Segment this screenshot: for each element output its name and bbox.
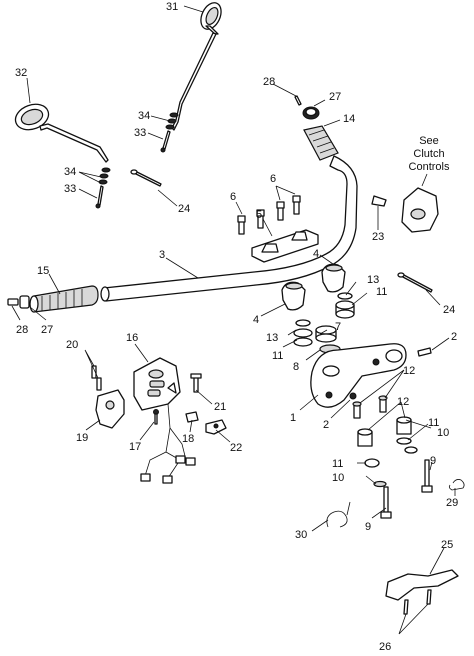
switch-screw-part xyxy=(153,409,159,425)
switch-cube-part xyxy=(133,357,181,411)
switch-harness-part xyxy=(140,403,196,484)
callout-4: 4 xyxy=(253,314,259,326)
callout-9: 9 xyxy=(365,521,371,533)
callout-27: 27 xyxy=(329,91,341,103)
callout-4: 4 xyxy=(313,248,319,260)
callout-19: 19 xyxy=(76,432,88,444)
callout-14: 14 xyxy=(343,113,355,125)
callout-6: 6 xyxy=(230,191,236,203)
callout-2: 2 xyxy=(323,419,329,431)
clutch-controls-note: See Clutch Controls xyxy=(409,135,450,187)
callout-1: 1 xyxy=(290,412,296,424)
callout-12: 12 xyxy=(403,365,415,377)
callout-30: 30 xyxy=(295,529,307,541)
callout-26: 26 xyxy=(379,641,391,653)
grip-left-part xyxy=(29,285,99,313)
mirror-upper-fixings xyxy=(160,112,179,153)
rubber-mount-part xyxy=(315,325,341,354)
callout-33: 33 xyxy=(134,127,146,139)
callout-31: 31 xyxy=(166,1,178,13)
clamp-screw-part xyxy=(190,373,202,393)
callout-32: 32 xyxy=(15,67,27,79)
callout-11: 11 xyxy=(332,458,343,470)
callout-33: 33 xyxy=(64,183,76,195)
callout-34: 34 xyxy=(138,110,150,122)
callout-23: 23 xyxy=(372,231,384,243)
handlebar-end-pin-right xyxy=(397,272,433,293)
callout-labels: 31 32 34 33 34 33 24 28 27 14 6 6 5 3 15… xyxy=(15,1,458,653)
harness-clip-part xyxy=(185,411,227,435)
spring-clip-part xyxy=(448,479,465,491)
callout-20: 20 xyxy=(66,339,78,351)
callout-6: 6 xyxy=(270,173,276,185)
callout-28: 28 xyxy=(263,76,275,88)
note-line-1: See xyxy=(419,135,439,147)
callout-24: 24 xyxy=(178,203,190,215)
callout-11: 11 xyxy=(272,350,283,362)
callout-25: 25 xyxy=(441,539,453,551)
callout-18: 18 xyxy=(182,433,194,445)
note-line-3: Controls xyxy=(409,161,450,173)
callout-10: 10 xyxy=(437,427,449,439)
upper-clamp-part xyxy=(251,229,319,263)
callout-13: 13 xyxy=(266,332,278,344)
lower-bolts-part xyxy=(380,459,433,519)
callout-29: 29 xyxy=(446,497,458,509)
mirror-left-part xyxy=(14,103,109,163)
callout-5: 5 xyxy=(256,209,262,221)
leader-lines xyxy=(11,5,456,635)
callout-7: 7 xyxy=(335,321,341,333)
callout-13: 13 xyxy=(367,274,379,286)
callout-28: 28 xyxy=(16,324,28,336)
callout-27: 27 xyxy=(41,324,53,336)
callout-9: 9 xyxy=(430,455,436,467)
callout-24: 24 xyxy=(443,304,455,316)
mirror-left-fixings xyxy=(95,167,111,209)
lower-clamp-pins-part xyxy=(352,395,418,488)
cable-tie-part xyxy=(326,501,351,528)
callout-11: 11 xyxy=(376,286,387,298)
riser-right-part xyxy=(321,263,346,293)
note-line-2: Clutch xyxy=(413,148,444,160)
clutch-switch-part xyxy=(371,187,439,233)
handlebar-part xyxy=(100,155,358,302)
callout-2: 2 xyxy=(451,331,457,343)
callout-16: 16 xyxy=(126,332,138,344)
lower-bracket-part xyxy=(385,569,459,615)
callout-15: 15 xyxy=(37,265,49,277)
riser-bushes-part xyxy=(293,292,355,347)
callout-10: 10 xyxy=(332,472,344,484)
switch-clamp-part xyxy=(91,365,125,429)
grip-right-part xyxy=(294,95,339,161)
bar-end-left-part xyxy=(7,295,30,309)
yoke-bolts-part xyxy=(349,347,432,400)
top-yoke-part xyxy=(310,343,407,408)
callout-21: 21 xyxy=(214,401,226,413)
callout-11: 11 xyxy=(428,417,439,429)
callout-17: 17 xyxy=(129,441,141,453)
callout-8: 8 xyxy=(293,361,299,373)
callout-22: 22 xyxy=(230,442,242,454)
mirror-upper-part xyxy=(171,2,222,131)
callout-34: 34 xyxy=(64,166,76,178)
handlebar-end-pin-upper xyxy=(130,169,162,187)
callout-12: 12 xyxy=(397,396,409,408)
riser-left-part xyxy=(281,281,306,311)
clamp-bolts-part xyxy=(237,195,301,235)
callout-3: 3 xyxy=(159,249,165,261)
